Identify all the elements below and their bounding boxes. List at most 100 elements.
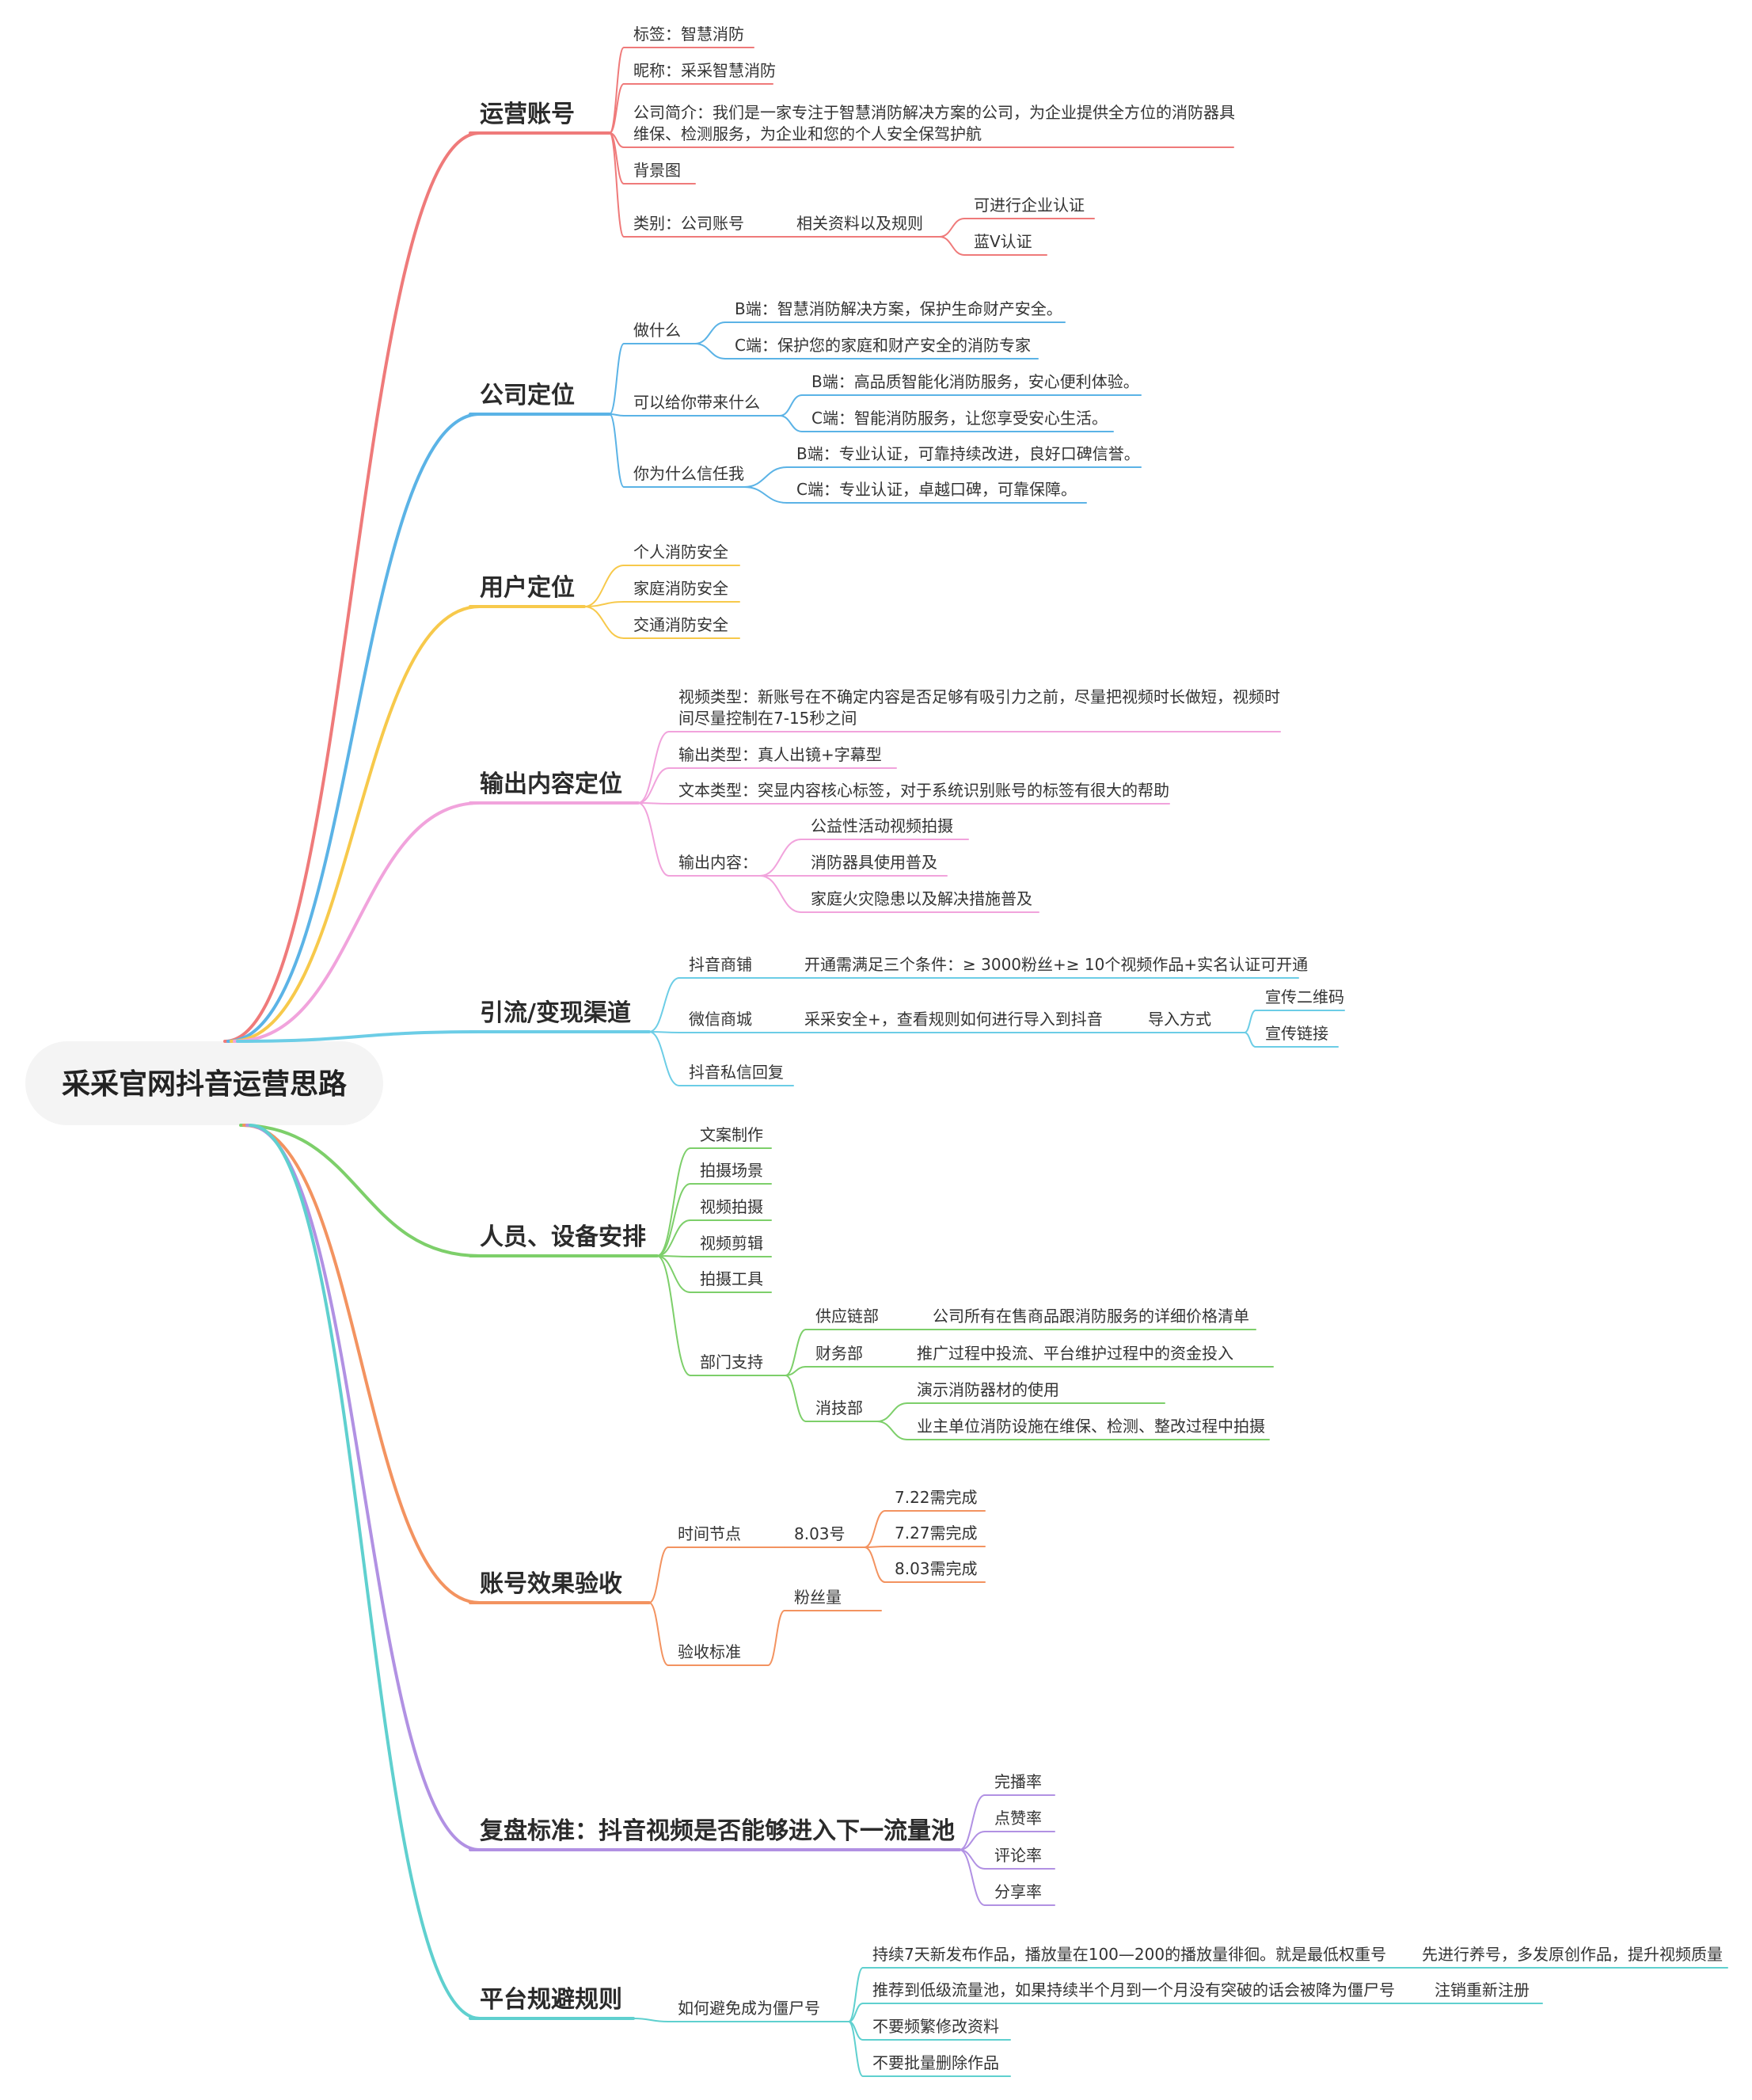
branch-node[interactable]: 采采安全+，查看规则如何进行导入到抖音 [804,1010,1103,1029]
branch-node[interactable]: 公司所有在售商品跟消防服务的详细价格清单 [933,1307,1249,1326]
branch-topic[interactable]: 复盘标准：抖音视频是否能够进入下一流量池 [480,1817,955,1845]
branch-node[interactable]: 推荐到低级流量池，如果持续半个月到一个月没有突破的话会被降为僵尸号 [872,1980,1395,1999]
branch-node[interactable]: B端：智慧消防解决方案，保护生命财产安全。 [735,299,1062,318]
branch-node[interactable]: 时间节点 [678,1524,741,1543]
branch-node[interactable]: 分享率 [994,1882,1042,1901]
connector [876,1402,908,1422]
branch-node[interactable]: C端：智能消防服务，让您享受安心生活。 [811,409,1108,428]
branch-node[interactable]: C端：专业认证，卓越口碑，可靠保障。 [796,480,1077,499]
branch-node[interactable]: 如何避免成为僵尸号 [678,1999,820,2018]
branch-node[interactable]: 微信商城 [689,1010,752,1029]
connector [609,47,625,134]
branch-node[interactable]: 导入方式 [1148,1010,1211,1029]
branch-topic[interactable]: 公司定位 [480,382,575,409]
branch-node[interactable]: 文案制作 [700,1125,763,1144]
branch-node[interactable]: 拍摄场景 [700,1161,763,1180]
branch-node[interactable]: 业主单位消防设施在维保、检测、整改过程中拍摄 [917,1417,1265,1436]
connector [694,321,726,344]
branch-topic[interactable]: 运营账号 [480,101,575,128]
branch-node[interactable]: 交通消防安全 [633,615,728,634]
branch-node[interactable]: 宣传二维码 [1265,987,1344,1006]
branch-node[interactable]: 相关资料以及规则 [796,214,923,233]
connector [779,394,803,417]
branch-node[interactable]: 类别：公司账号 [633,214,744,233]
connector [637,802,670,877]
connector [583,601,625,607]
branch-node[interactable]: 抖音私信回复 [689,1063,784,1082]
branch-node[interactable]: 家庭消防安全 [633,579,728,598]
branch-topic[interactable]: 平台规避规则 [480,1986,622,2014]
branch-node[interactable]: 部门支持 [700,1352,763,1371]
branch-node[interactable]: 拍摄工具 [700,1269,763,1288]
branch-node[interactable]: 供应链部 [815,1307,879,1326]
branch-node[interactable]: 你为什么信任我 [633,464,744,483]
connector [779,415,803,432]
connector [939,218,965,238]
connector [239,1124,481,1257]
branch-node[interactable]: 消技部 [815,1398,863,1417]
branch-node[interactable]: 视频类型：新账号在不确定内容是否足够有吸引力之前，尽量把视频时长做短，视频时间尽… [678,687,1280,728]
branch-node[interactable]: B端：专业认证，可靠持续改进，良好口碑信誉。 [796,444,1140,463]
branch-node[interactable]: 公益性活动视频拍摄 [811,816,953,835]
branch-node[interactable]: 7.22需完成 [895,1488,978,1507]
branch-node[interactable]: 开通需满足三个条件：≥ 3000粉丝+≥ 10个视频作品+实名认证可开通 [804,955,1308,974]
branch-topic[interactable]: 引流/变现渠道 [480,999,631,1027]
connector [656,1255,691,1293]
branch-node[interactable]: 视频拍摄 [700,1197,763,1216]
branch-node[interactable]: 做什么 [633,321,681,340]
connector [637,802,670,805]
branch-node[interactable]: 家庭火灾隐患以及解决措施普及 [811,889,1032,908]
branch-node[interactable]: 7.27需完成 [895,1524,978,1543]
connector [759,839,802,877]
connector [648,977,680,1033]
connector [233,801,481,1043]
branch-node[interactable]: 8.03号 [794,1524,846,1543]
branch-node[interactable]: 完播率 [994,1772,1042,1791]
branch-node[interactable]: 可以给你带来什么 [633,393,760,412]
branch-topic[interactable]: 人员、设备安排 [480,1223,646,1251]
branch-topic[interactable]: 用户定位 [480,574,575,602]
branch-node[interactable]: 注销重新注册 [1435,1980,1530,1999]
branch-node[interactable]: 验收标准 [678,1642,741,1661]
connector [609,413,625,417]
branch-node[interactable]: 宣传链接 [1265,1024,1328,1043]
branch-node[interactable]: 不要频繁修改资料 [872,2017,999,2036]
branch-node[interactable]: 公司简介：我们是一家专注于智慧消防解决方案的公司，为企业提供全方位的消防器具维保… [633,103,1235,143]
root-node[interactable]: 采采官网抖音运营思路 [62,1068,348,1101]
branch-node[interactable]: 评论率 [994,1846,1042,1865]
branch-node[interactable]: 持续7天新发布作品，播放量在100—200的播放量徘徊。就是最低权重号 [872,1945,1386,1964]
branch-node[interactable]: 输出类型：真人出镜+字幕型 [678,745,882,764]
branch-node[interactable]: 视频剪辑 [700,1234,763,1253]
connector [1244,1032,1256,1048]
connector [637,767,670,804]
branch-node[interactable]: 消防器具使用普及 [811,853,937,872]
branch-node[interactable]: B端：高品质智能化消防服务，安心便利体验。 [811,372,1139,391]
branch-node[interactable]: C端：保护您的家庭和财产安全的消防专家 [735,336,1031,355]
branch-node[interactable]: 先进行养号，多发原创作品，提升视频质量 [1422,1945,1723,1964]
branch-node[interactable]: 点赞率 [994,1809,1042,1828]
branch-node[interactable]: 粉丝量 [794,1588,842,1607]
branch-node[interactable]: 个人消防安全 [633,542,728,561]
branch-node[interactable]: 标签：智慧消防 [633,25,744,44]
branch-node[interactable]: 输出内容： [678,853,758,872]
branch-node[interactable]: 推广过程中投流、平台维护过程中的资金投入 [917,1344,1233,1363]
branch-node[interactable]: 抖音商铺 [689,955,752,974]
connector [959,1831,986,1851]
branch-node[interactable]: 蓝V认证 [974,232,1032,251]
branch-node[interactable]: 不要批量删除作品 [872,2053,999,2072]
connector [743,486,788,504]
branch-node[interactable]: 文本类型：突显内容核心标签，对于系统识别账号的标签有很大的帮助 [678,781,1169,800]
connector [656,1219,691,1257]
branch-node[interactable]: 8.03需完成 [895,1559,978,1578]
branch-topic[interactable]: 输出内容定位 [480,770,622,798]
branch-node[interactable]: 演示消防器材的使用 [917,1380,1059,1399]
connector [767,1610,785,1666]
branch-node[interactable]: 财务部 [815,1344,863,1363]
connector [226,413,481,1043]
connector [848,2003,864,2022]
branch-topic[interactable]: 账号效果验收 [480,1570,622,1598]
branch-node[interactable]: 可进行企业认证 [974,196,1085,215]
branch-node[interactable]: 背景图 [633,161,681,180]
branch-node[interactable]: 昵称：采采智慧消防 [633,61,776,80]
